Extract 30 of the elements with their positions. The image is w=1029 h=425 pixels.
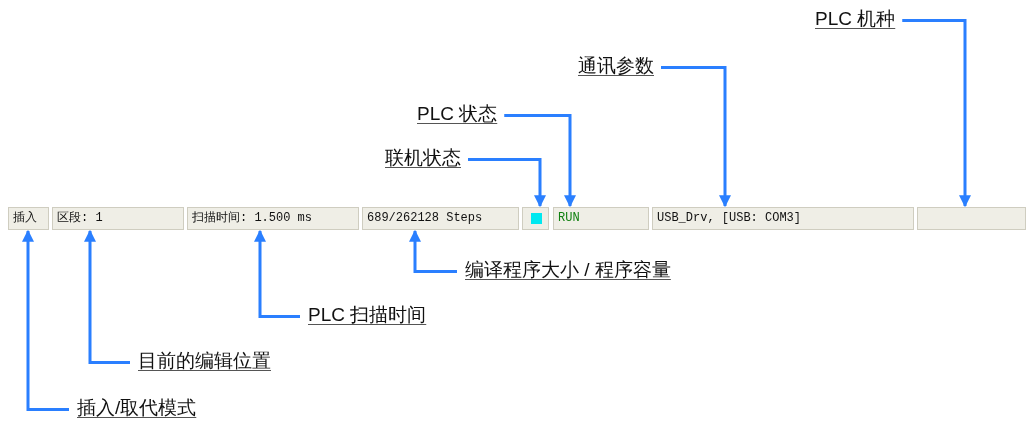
status-field bbox=[8, 207, 49, 230]
callout-label: 插入/取代模式 bbox=[77, 397, 197, 418]
leader-arrow bbox=[902, 19, 971, 208]
callout-label: PLC 状态 bbox=[417, 103, 498, 124]
leader-arrow bbox=[409, 229, 457, 273]
field-text: USB_Drv, [USB: COM3] bbox=[657, 211, 802, 225]
callout-label: 编译程序大小 / 程序容量 bbox=[465, 259, 671, 280]
callout-label: 联机状态 bbox=[385, 147, 461, 168]
status-field bbox=[52, 207, 184, 230]
field-text: 689/262128 Steps bbox=[367, 211, 483, 225]
callout-label: PLC 机种 bbox=[815, 8, 896, 29]
leader-arrow bbox=[504, 114, 576, 208]
leader-arrow bbox=[22, 229, 69, 411]
leader-arrow bbox=[254, 229, 300, 318]
status-field bbox=[553, 207, 649, 230]
field-text: 插入 bbox=[13, 211, 37, 225]
callout-label: 通讯参数 bbox=[578, 55, 654, 76]
field-text: 扫描时间: 1.500 ms bbox=[192, 211, 312, 225]
callout-label: PLC 扫描时间 bbox=[308, 304, 427, 325]
field-text: RUN bbox=[558, 211, 580, 225]
leader-arrow bbox=[661, 66, 731, 208]
status-field bbox=[652, 207, 914, 230]
status-field bbox=[917, 207, 1026, 230]
status-field bbox=[522, 207, 549, 230]
callout-label: 目前的编辑位置 bbox=[138, 350, 271, 371]
field-text: 区段: 1 bbox=[57, 211, 103, 225]
status-field bbox=[362, 207, 519, 230]
status-field bbox=[187, 207, 359, 230]
leader-arrow bbox=[468, 158, 546, 208]
leader-arrow bbox=[84, 229, 130, 364]
